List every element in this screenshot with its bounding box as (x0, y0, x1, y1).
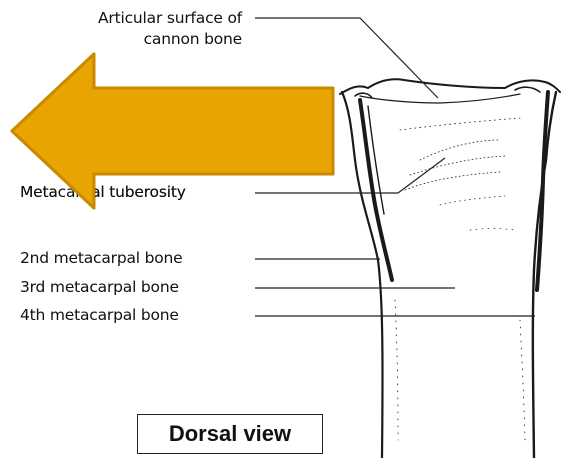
caption-text: Dorsal view (169, 421, 291, 447)
caption-box: Dorsal view (137, 414, 323, 454)
